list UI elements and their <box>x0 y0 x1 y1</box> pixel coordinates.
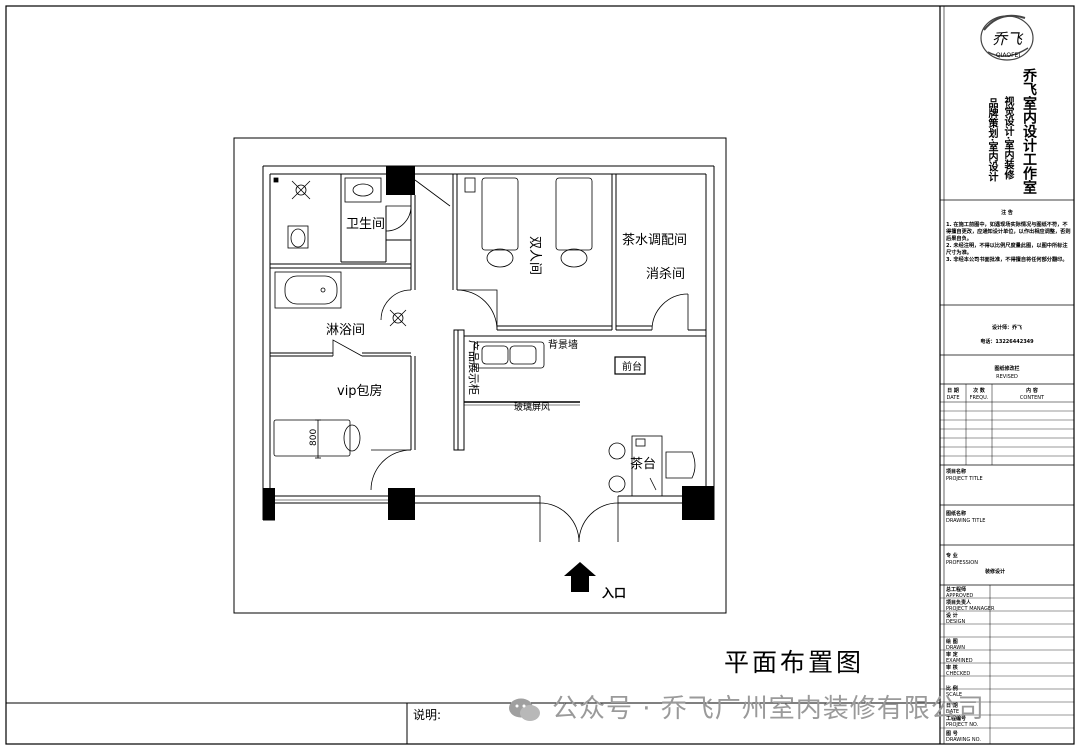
pm-cn: 项目负责人 <box>946 599 972 606</box>
sheet-border <box>5 5 1075 745</box>
watermark-text: 公众号 · 乔飞广州室内装修有限公司 <box>552 694 985 724</box>
examined-en: EXAMINED <box>946 658 973 664</box>
scale-en: SCALE <box>946 692 962 698</box>
job-no-en: PROJECT NO. <box>946 722 979 728</box>
watermark: 公众号 · 乔飞广州室内装修有限公司 <box>508 688 985 725</box>
tea-table-set <box>608 435 696 497</box>
label-feature-wall: 背景墙 <box>548 338 578 351</box>
bathtub <box>274 271 342 309</box>
date-en: DATE <box>946 709 959 715</box>
pm-en: PROJECT MANAGER <box>946 606 995 612</box>
interior-walls <box>270 174 706 451</box>
vip-massage-bed <box>273 419 361 459</box>
col-content-en: CONTENT <box>1020 395 1045 401</box>
logo-subtext: QIAOFEI <box>996 52 1020 59</box>
studio-services-1: 视觉设计·室内装修 <box>1002 96 1013 180</box>
label-product-display: 产品展示柜 <box>467 340 481 395</box>
checked-en: CHECKED <box>946 671 970 677</box>
design-en: DESIGN <box>946 619 966 625</box>
examined-cn: 审 定 <box>946 651 958 658</box>
revision-header-cn: 图纸修改栏 <box>994 365 1019 372</box>
page-title: 平面布置图 <box>724 648 865 677</box>
window-hatch <box>275 495 388 501</box>
label-tea-table: 茶台 <box>630 456 656 472</box>
label-glass-screen: 玻璃屏风 <box>514 401 550 413</box>
label-bathroom: 卫生间 <box>346 217 385 232</box>
label-entrance: 入口 <box>602 586 626 600</box>
approved-en: APPROVED <box>946 593 973 599</box>
drawn-en: DRAWN <box>946 645 965 651</box>
drawing-title-cn: 图纸名称 <box>946 510 966 517</box>
label-tea-prep: 茶水调配间 <box>622 232 687 248</box>
notice-item-3: 3. 非经本公司书面批准，不得擅自将任何部分翻印。 <box>946 257 1068 263</box>
structural-columns <box>263 166 714 520</box>
notice-title: 注 告 <box>1001 209 1013 216</box>
notice-item-2: 2. 未经注明，不得以比例尺度量此图，以图中所标注尺寸为准。 <box>946 243 1068 256</box>
door-swings <box>332 179 689 543</box>
sofa <box>473 341 545 369</box>
date-cn: 日 期 <box>946 702 958 709</box>
scale-cn: 比 例 <box>946 685 958 692</box>
label-disinfection: 消杀间 <box>646 267 685 282</box>
revision-header-en: REVISED <box>996 374 1018 380</box>
notice-item-1: 1. 在施工前图中，如遇现场实际情况与图纸不符，不得擅自更改，应通知设计单位，以… <box>946 222 1071 242</box>
col-date-en: DATE <box>946 395 959 401</box>
shower-head <box>389 309 407 327</box>
drawing-title-en: DRAWING TITLE <box>946 518 985 524</box>
bathroom-fixtures <box>273 177 382 249</box>
job-no-cn: 工程编号 <box>946 715 966 722</box>
design-cn: 设 计 <box>946 612 958 619</box>
drawn-cn: 绘 图 <box>946 638 958 645</box>
notice-list: 1. 在施工前图中，如遇现场实际情况与图纸不符，不得擅自更改，应通知设计单位，以… <box>946 222 1072 264</box>
profession-value: 装修设计 <box>984 568 1005 575</box>
checked-cn: 审 核 <box>946 664 958 671</box>
project-title-cn: 项目名称 <box>946 468 966 475</box>
studio-services-2: 品牌策划·室内设计 <box>986 98 997 182</box>
studio-name: 乔飞室内设计工作室 <box>1021 68 1037 194</box>
col-date-cn: 日 期 <box>947 387 959 394</box>
profession-en: PROFESSION <box>946 560 978 566</box>
label-vip-room: vip包房 <box>337 383 383 399</box>
approved-cn: 总工程师 <box>946 586 966 593</box>
note-label: 说明: <box>413 708 442 722</box>
studio-logo: 乔飞 QIAOFEI <box>980 14 1034 61</box>
logo-text: 乔飞 <box>992 30 1024 48</box>
bed-dimension: 800 <box>309 429 319 446</box>
col-rev-cn: 次 数 <box>973 387 986 394</box>
project-title-en: PROJECT TITLE <box>946 476 983 482</box>
front-desk-sign <box>614 356 646 375</box>
entrance-arrow-icon <box>564 562 596 592</box>
exterior-walls <box>262 165 715 521</box>
label-double-room: 双人间 <box>527 236 542 275</box>
drawing-no-en: DRAWING NO. <box>946 737 981 743</box>
plan-frame <box>233 137 727 614</box>
designer-name: 设计师：乔飞 <box>992 324 1022 331</box>
wechat-icon <box>509 698 540 721</box>
double-room-beds <box>464 177 593 268</box>
title-block <box>939 6 1074 744</box>
label-front-desk: 前台 <box>622 360 642 373</box>
drawing-no-cn: 图 号 <box>946 730 958 737</box>
label-shower: 淋浴间 <box>326 323 365 338</box>
col-content-cn: 内 容 <box>1026 387 1038 394</box>
col-rev-en: FREQU. <box>970 395 989 401</box>
profession-cn: 专 业 <box>946 552 958 559</box>
designer-phone: 电话：13226442349 <box>980 338 1034 345</box>
